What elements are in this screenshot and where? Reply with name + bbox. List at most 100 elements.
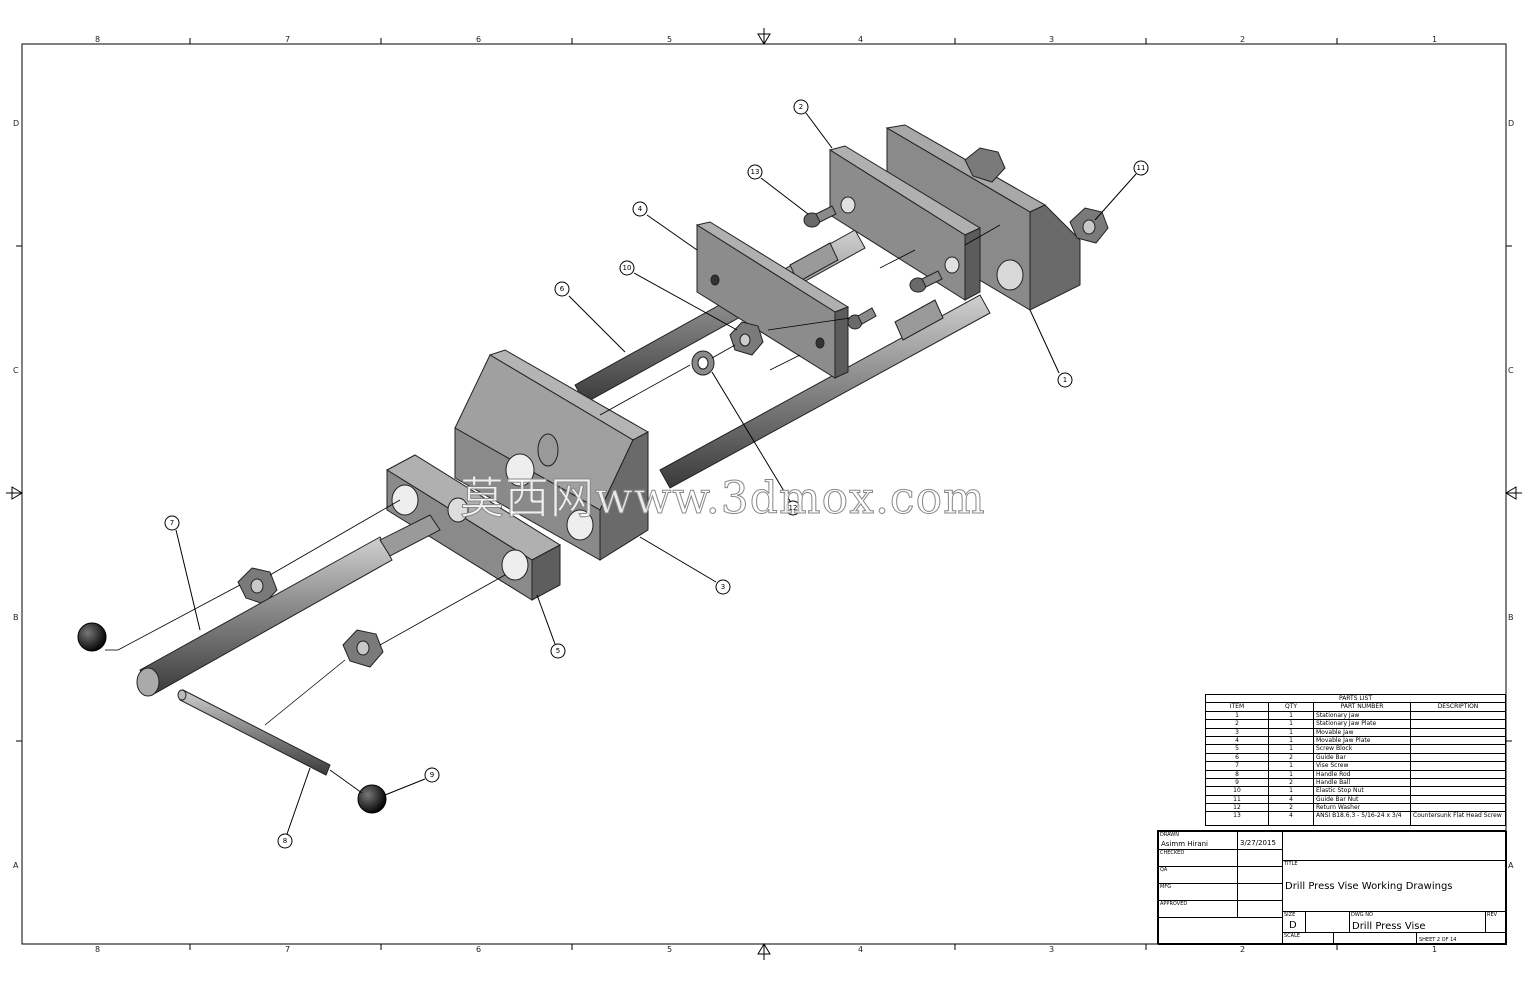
size-value: D [1289,920,1297,931]
mfg-label: MFG [1160,884,1172,890]
sheet-cell: SHEET 2 OF 14 [1416,932,1507,945]
zone-ticks [16,38,1512,950]
balloon: 1 [1057,372,1073,388]
zone-col-label: 5 [667,945,672,954]
qty-cell: 1 [1268,735,1314,746]
part-number-cell: Guide Bar Nut [1313,794,1411,805]
column-header: QTY [1268,702,1314,712]
zone-col-label: 4 [858,945,863,954]
sheet-number: SHEET 2 OF 14 [1419,937,1457,943]
qa-date-cell [1237,866,1283,884]
drawn-date: 3/27/2015 [1240,839,1276,847]
balloon: 12 [785,500,801,516]
qty-cell: 4 [1268,794,1314,805]
weight-cell [1333,932,1417,945]
elastic-stop-nut [729,321,764,356]
qty-cell: 1 [1268,727,1314,737]
parts-list-table: PARTS LIST ITEM QTY PART NUMBER DESCRIPT… [1205,693,1506,827]
item-cell: 8 [1205,769,1269,779]
svg-text:8: 8 [283,837,287,845]
zone-col-label: 7 [285,945,290,954]
zone-row-label: B [13,613,19,622]
dwg-no-value: Drill Press Vise [1352,921,1426,932]
centering-marks [6,28,1522,960]
zone-row-label: A [13,861,19,870]
title-block: DRAWN Asimm Hirani 3/27/2015 CHECKED QA … [1157,830,1507,945]
svg-text:4: 4 [638,205,643,213]
watermark: 莫西网www.3dmox.com [460,473,986,525]
item-cell: 4 [1205,735,1269,746]
item-cell: 11 [1205,794,1269,805]
balloon: 9 [424,767,440,783]
svg-text:5: 5 [556,647,560,655]
zone-col-label: 2 [1240,945,1245,954]
balloon: 6 [554,281,570,297]
rev-cell: REV [1485,911,1507,933]
scale-cell: SCALE [1282,932,1334,945]
part-number-cell: Stationary Jaw Plate [1313,719,1411,729]
company-cell [1282,831,1507,861]
item-cell: 12 [1205,803,1269,813]
zone-row-label: D [13,119,19,128]
svg-text:13: 13 [751,168,760,176]
qty-cell: 2 [1268,777,1314,788]
zone-row-label: B [1508,613,1514,622]
zone-col-label: 3 [1049,35,1054,44]
balloon: 10 [619,260,635,276]
qty-cell: 1 [1268,744,1314,754]
balloon-callouts: 1 2 3 4 5 6 7 8 9 10 11 12 13 [164,99,1149,849]
part-number-cell: Screw Block [1313,744,1411,754]
part-number-cell: Movable Jaw Plate [1313,735,1411,746]
rev-label: REV [1487,912,1498,918]
balloon: 3 [715,579,731,595]
item-cell: 7 [1205,761,1269,771]
title-cell: TITLE Drill Press Vise Working Drawings [1282,860,1507,912]
mfg-cell: MFG [1158,883,1238,901]
svg-text:2: 2 [799,103,803,111]
qty-cell: 1 [1268,710,1314,721]
item-cell: 10 [1205,786,1269,796]
balloon: 11 [1133,160,1149,176]
item-cell: 5 [1205,744,1269,754]
zone-col-label: 6 [476,945,481,954]
part-number-cell: Vise Screw [1313,761,1411,771]
mfg-date-cell [1237,883,1283,901]
part-number-cell: ANSI B18.6.3 - 5/16-24 x 3/4 [1313,811,1411,827]
checked-cell: CHECKED [1158,849,1238,867]
blank-cell [1158,917,1283,945]
column-header: DESCRIPTION [1410,702,1506,712]
svg-text:7: 7 [170,519,174,527]
size-label: SIZE [1284,912,1296,918]
part-number-cell: Handle Ball [1313,777,1411,788]
vise-exploded-view [77,124,1109,814]
description-cell [1410,769,1506,779]
title-label: TITLE [1284,861,1298,867]
zone-col-label: 7 [285,35,290,44]
dwg-no-label: DWG NO [1351,912,1373,918]
item-cell: 3 [1205,727,1269,737]
checked-label: CHECKED [1160,850,1185,856]
item-cell: 1 [1205,710,1269,721]
parts-list-title: PARTS LIST [1205,693,1506,704]
balloon: 4 [632,201,648,217]
description-cell [1410,719,1506,729]
approved-label: APPROVED [1160,901,1188,907]
description-cell [1410,803,1506,813]
screw-block [386,454,561,601]
zone-col-label: 6 [476,35,481,44]
drawn-cell: DRAWN Asimm Hirani [1158,831,1238,850]
description-cell [1410,710,1506,721]
zone-col-label: 5 [667,35,672,44]
svg-text:10: 10 [623,264,632,272]
countersunk-screw [803,205,943,330]
part-number-cell: Movable Jaw [1313,727,1411,737]
